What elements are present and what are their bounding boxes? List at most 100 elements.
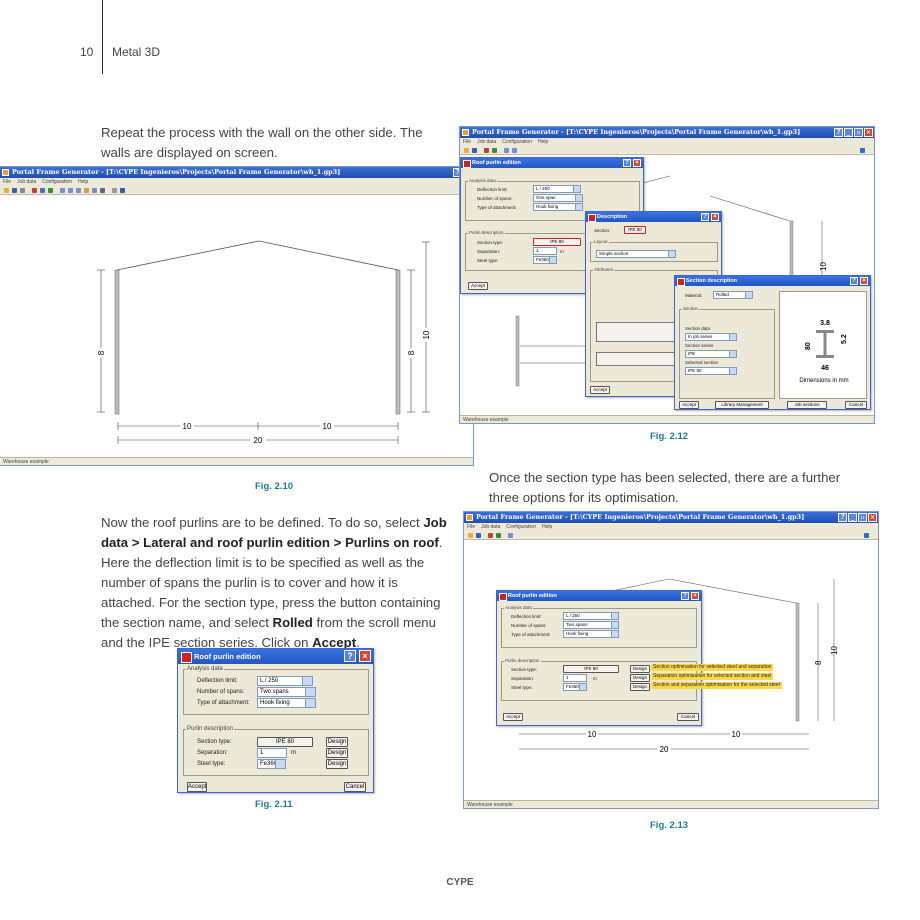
print-icon[interactable] [20,188,25,193]
accept-button[interactable]: Accept [503,713,523,721]
selected-section-select[interactable]: IPE 80 [685,367,737,375]
restore-button[interactable]: ▫ [854,128,863,137]
save-icon[interactable] [12,188,17,193]
section-type-button[interactable]: IPE 80 [257,737,313,747]
list-icon[interactable] [120,188,125,193]
cancel-button[interactable]: Cancel [344,782,366,792]
deflection-select[interactable]: L / 250 [257,676,313,686]
new-icon[interactable] [468,533,473,538]
zoom-in-icon[interactable] [68,188,73,193]
help-button[interactable]: ? [834,128,843,137]
material-select[interactable]: Rolled [713,291,753,299]
zoom-icon[interactable] [508,533,513,538]
spans-select[interactable]: One span [533,194,583,202]
close-button[interactable]: × [711,213,719,221]
design-button-3[interactable]: Design [326,759,348,769]
attachment-select[interactable]: Hook fixing [257,698,316,708]
library-management-button[interactable]: Library Management [715,401,769,409]
open-icon[interactable] [484,148,489,153]
accept-button[interactable]: Accept [590,386,610,394]
menu-help[interactable]: Help [78,179,89,185]
close-button[interactable]: × [359,650,371,662]
section-type-button[interactable]: IPE 80 [563,665,619,673]
close-button[interactable]: × [633,159,641,167]
dim-span-left: 10 [183,422,192,431]
menu-file[interactable]: File [467,524,476,530]
spans-select[interactable]: Two spans [257,687,316,697]
zoom-icon[interactable] [504,148,509,153]
disk-icon[interactable] [40,188,45,193]
close-button[interactable]: × [864,128,873,137]
design-button-2[interactable]: Design [630,674,650,682]
zoom-in-icon[interactable] [512,148,517,153]
world-icon[interactable] [860,148,865,153]
edit-icon[interactable] [84,188,89,193]
spans-select[interactable]: Two spans [563,621,619,629]
menu-file[interactable]: File [3,179,12,185]
minimize-button[interactable]: _ [844,128,853,137]
new-icon[interactable] [4,188,9,193]
close-button[interactable]: × [691,592,699,600]
help-button[interactable]: ? [838,513,847,522]
attachment-select[interactable]: Hook fixing [533,203,583,211]
frame-icon[interactable] [496,533,501,538]
new-icon[interactable] [464,148,469,153]
deflection-select[interactable]: L / 250 [533,185,581,193]
menu-job-data[interactable]: Job data [17,179,37,185]
menu-help[interactable]: Help [542,524,553,530]
close-button[interactable]: × [860,277,868,285]
menu-configuration[interactable]: Configuration [506,524,536,530]
layout-select[interactable]: Simple section [596,250,676,258]
separation-input[interactable]: 1 [257,748,287,758]
accept-button[interactable]: Accept [679,401,699,409]
design-button-1[interactable]: Design [326,737,348,747]
help-button[interactable]: ? [850,277,858,285]
frame-icon[interactable] [48,188,53,193]
accept-button[interactable]: Accept [468,282,488,290]
zoom-out-icon[interactable] [76,188,81,193]
attachment-select[interactable]: Hook fixing [563,630,619,638]
restore-button[interactable]: ▫ [858,513,867,522]
open-icon[interactable] [32,188,37,193]
cancel-button[interactable]: Cancel [845,401,867,409]
section-data-select[interactable]: In job series [685,333,737,341]
caption-fig-2-10: Fig. 2.10 [255,481,294,492]
section-type-button[interactable]: IPE 80 [533,238,581,246]
steel-type-select[interactable]: Fe360 [563,683,587,691]
steel-type-select[interactable]: Fe360 [257,759,286,769]
minimize-button[interactable]: _ [848,513,857,522]
design-button-1[interactable]: Design [630,665,650,673]
open-icon[interactable] [488,533,493,538]
menu-configuration[interactable]: Configuration [42,179,72,185]
job-sections-button[interactable]: Job sections [787,401,827,409]
pan-icon[interactable] [92,188,97,193]
design-button-3[interactable]: Design [630,683,650,691]
close-button[interactable]: × [868,513,877,522]
zoom-icon[interactable] [60,188,65,193]
measure-icon[interactable] [112,188,117,193]
deflection-select[interactable]: L / 250 [563,612,619,620]
separation-input[interactable]: 1 [563,674,587,682]
menu-file[interactable]: File [463,139,472,145]
frame-icon[interactable] [492,148,497,153]
help-button[interactable]: ? [701,213,709,221]
save-icon[interactable] [476,533,481,538]
cancel-button[interactable]: Cancel [677,713,699,721]
separation-input[interactable]: 1 [533,247,557,255]
fig-2-13-window: Portal Frame Generator - [T:\CYPE Ingeni… [463,511,879,809]
menu-job-data[interactable]: Job data [477,139,497,145]
design-button-2[interactable]: Design [326,748,348,758]
section-button[interactable]: IPE 80 [624,226,646,234]
world-icon[interactable] [864,533,869,538]
help-button[interactable]: ? [623,159,631,167]
save-icon[interactable] [472,148,477,153]
menu-job-data[interactable]: Job data [481,524,501,530]
section-series-select[interactable]: IPE [685,350,737,358]
steel-type-select[interactable]: Fe360 [533,256,557,264]
hand-icon[interactable] [100,188,105,193]
menu-help[interactable]: Help [538,139,549,145]
help-button[interactable]: ? [681,592,689,600]
help-button[interactable]: ? [344,650,356,662]
menu-configuration[interactable]: Configuration [502,139,532,145]
accept-button[interactable]: Accept [187,782,207,792]
